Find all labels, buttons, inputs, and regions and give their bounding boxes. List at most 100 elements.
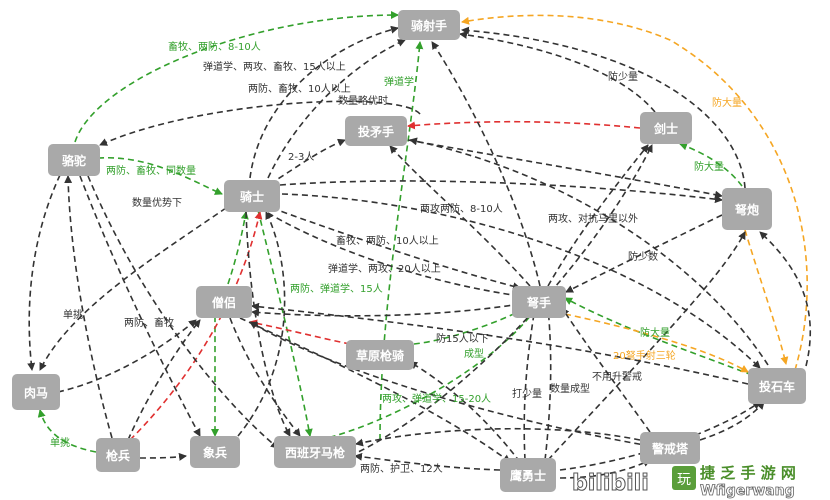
svg-text:象兵: 象兵 (203, 445, 227, 460)
node-flesh-horse[interactable]: 肉马 (12, 374, 60, 410)
label-l17: 两防、弹道学、15人 (290, 282, 383, 295)
edge-watchtower-crossbowman (561, 307, 651, 433)
node-swordsman[interactable]: 剑士 (640, 112, 692, 144)
node-brave[interactable]: 鹰勇士 (500, 458, 556, 492)
edge-monk-spanish (229, 317, 301, 437)
edge-crossbow-catapult (744, 229, 789, 365)
edge-catapult-crossbow (759, 231, 811, 367)
svg-text:鹰勇士: 鹰勇士 (510, 468, 546, 483)
edge-brave-crossbowman-1 (523, 307, 538, 461)
label-l23: 20弩手射三轮 (613, 349, 676, 362)
edge-camel-elephant (79, 175, 201, 437)
edges (27, 11, 811, 479)
edge-swordsman-spearthrower (407, 120, 641, 130)
svg-text:投石车: 投石车 (759, 379, 795, 394)
edge-knight-spanish (257, 209, 313, 437)
edge-camel-spanish (87, 175, 279, 449)
edge-watchtower-catapult (699, 401, 765, 441)
node-camel[interactable]: 骆驼 (48, 144, 100, 176)
node-spear-thrower[interactable]: 投矛手 (345, 116, 407, 146)
edge-knight-spanish-black (245, 211, 291, 437)
edge-brave-steppe (409, 361, 521, 463)
node-crossbow[interactable]: 弩炮 (722, 188, 772, 230)
svg-text:僧侣: 僧侣 (212, 295, 236, 310)
edge-labels: 畜牧、两防、8-10人 弹道学、两攻、畜牧、15人以上 两防、畜牧、10人以上 … (50, 40, 742, 475)
watermark-title: 捷 乏 手 游 网 (700, 464, 796, 482)
svg-text:枪兵: 枪兵 (106, 448, 130, 463)
label-l22: 防大量 (640, 326, 670, 339)
edge-crossbowman-catapult (564, 313, 749, 373)
label-l19: 两防、畜牧 (124, 316, 174, 329)
edge-crossbowman-spearthrower (389, 145, 531, 287)
label-l21: 成型 (464, 347, 484, 360)
svg-text:骆驼: 骆驼 (62, 153, 86, 168)
label-l26: 打少量 (512, 387, 542, 400)
svg-text:草原枪骑: 草原枪骑 (356, 348, 404, 363)
label-l10: 两防、畜牧、同数量 (106, 164, 196, 177)
label-l29: 两防、护卫、12人 (360, 462, 443, 475)
edge-camel-horsearcher (74, 11, 399, 143)
edge-spanish-crossbowman (319, 305, 539, 441)
svg-text:骑射手: 骑射手 (411, 18, 447, 33)
node-watchtower[interactable]: 警戒塔 (640, 432, 700, 464)
watermark-bilibili: bilibili (572, 471, 649, 496)
label-l15: 弹道学、两攻、20人以上 (328, 262, 441, 275)
edge-spearman-monk (127, 319, 201, 441)
node-spanish-lancer[interactable]: 西班牙马枪 (274, 436, 356, 468)
edge-brave-catapult (559, 401, 761, 471)
svg-text:西班牙马枪: 西班牙马枪 (285, 445, 345, 460)
svg-text:肉马: 肉马 (24, 385, 48, 400)
edge-knight-crossbowman-1 (271, 207, 521, 291)
node-knight[interactable]: 骑士 (224, 180, 280, 212)
edge-monk-brave (239, 317, 511, 463)
edge-crossbowman-swordsman (547, 144, 649, 287)
label-l24: 不用升警戒 (592, 370, 642, 383)
edge-spearman-fleshhorse (37, 409, 97, 453)
edge-brave-crossbowman-2 (544, 307, 553, 461)
edge-spanish-horsearcher (379, 41, 424, 441)
edge-spearthrower-crossbow (407, 139, 723, 199)
edge-crossbow-crossbowman (565, 214, 723, 293)
edge-spanish-swordsman (349, 144, 653, 457)
label-l1: 畜牧、两防、8-10人 (168, 40, 261, 53)
edge-catapult-monk (251, 302, 749, 385)
edge-swordsman-crossbow (679, 142, 743, 187)
label-l5: 弹道学 (384, 75, 414, 88)
label-l12: 两攻两防、8-10人 (420, 202, 503, 215)
edge-knight-fleshhorse (39, 207, 227, 371)
edge-watchtower-monk (249, 321, 651, 447)
node-crossbowman[interactable]: 弩手 (512, 286, 566, 318)
edge-brave-crossbow (547, 231, 746, 461)
svg-text:剑士: 剑士 (653, 121, 678, 136)
edge-spearman-knight (129, 211, 263, 441)
edge-swordsman-horsearcher (459, 30, 656, 113)
edge-brave-spanish (354, 452, 501, 471)
svg-text:弩手: 弩手 (526, 295, 551, 310)
edge-knight-catapult (281, 193, 761, 369)
edge-spearman-elephant (139, 452, 187, 461)
label-l27: 两攻、弹道学、15-20人 (382, 392, 491, 405)
label-l11: 数量优势下 (132, 196, 182, 209)
label-l28: 单挑 (50, 436, 70, 449)
edge-knight-camel (99, 100, 421, 146)
node-steppe-lancer[interactable]: 草原枪骑 (346, 340, 414, 370)
node-elephant[interactable]: 象兵 (190, 436, 240, 468)
nodes: 骑射手 投矛手 剑士 骆驼 骑士 弩炮 僧侣 弩手 草原枪骑 肉马 投石车 枪兵… (12, 10, 806, 492)
edge-knight-horsearcher-1 (249, 25, 399, 179)
node-monk[interactable]: 僧侣 (196, 286, 252, 318)
node-spearman[interactable]: 枪兵 (96, 438, 140, 472)
edge-fleshhorse-monk (57, 319, 197, 393)
label-l2: 弹道学、两攻、畜牧、15人以上 (203, 60, 346, 73)
edge-steppe-monk (249, 319, 351, 345)
edge-crossbowman-monk (251, 303, 521, 317)
label-l9: 2-3人 (288, 151, 314, 163)
node-catapult[interactable]: 投石车 (748, 368, 806, 404)
watermark: bilibili 玩 捷 乏 手 游 网 Wfigerwang (572, 464, 796, 499)
label-l7: 防大量 (712, 96, 742, 109)
label-l25: 数量成型 (550, 382, 590, 395)
label-l16: 防少数 (628, 250, 658, 263)
node-horse-archer[interactable]: 骑射手 (398, 10, 460, 40)
svg-text:弩炮: 弩炮 (734, 202, 759, 217)
